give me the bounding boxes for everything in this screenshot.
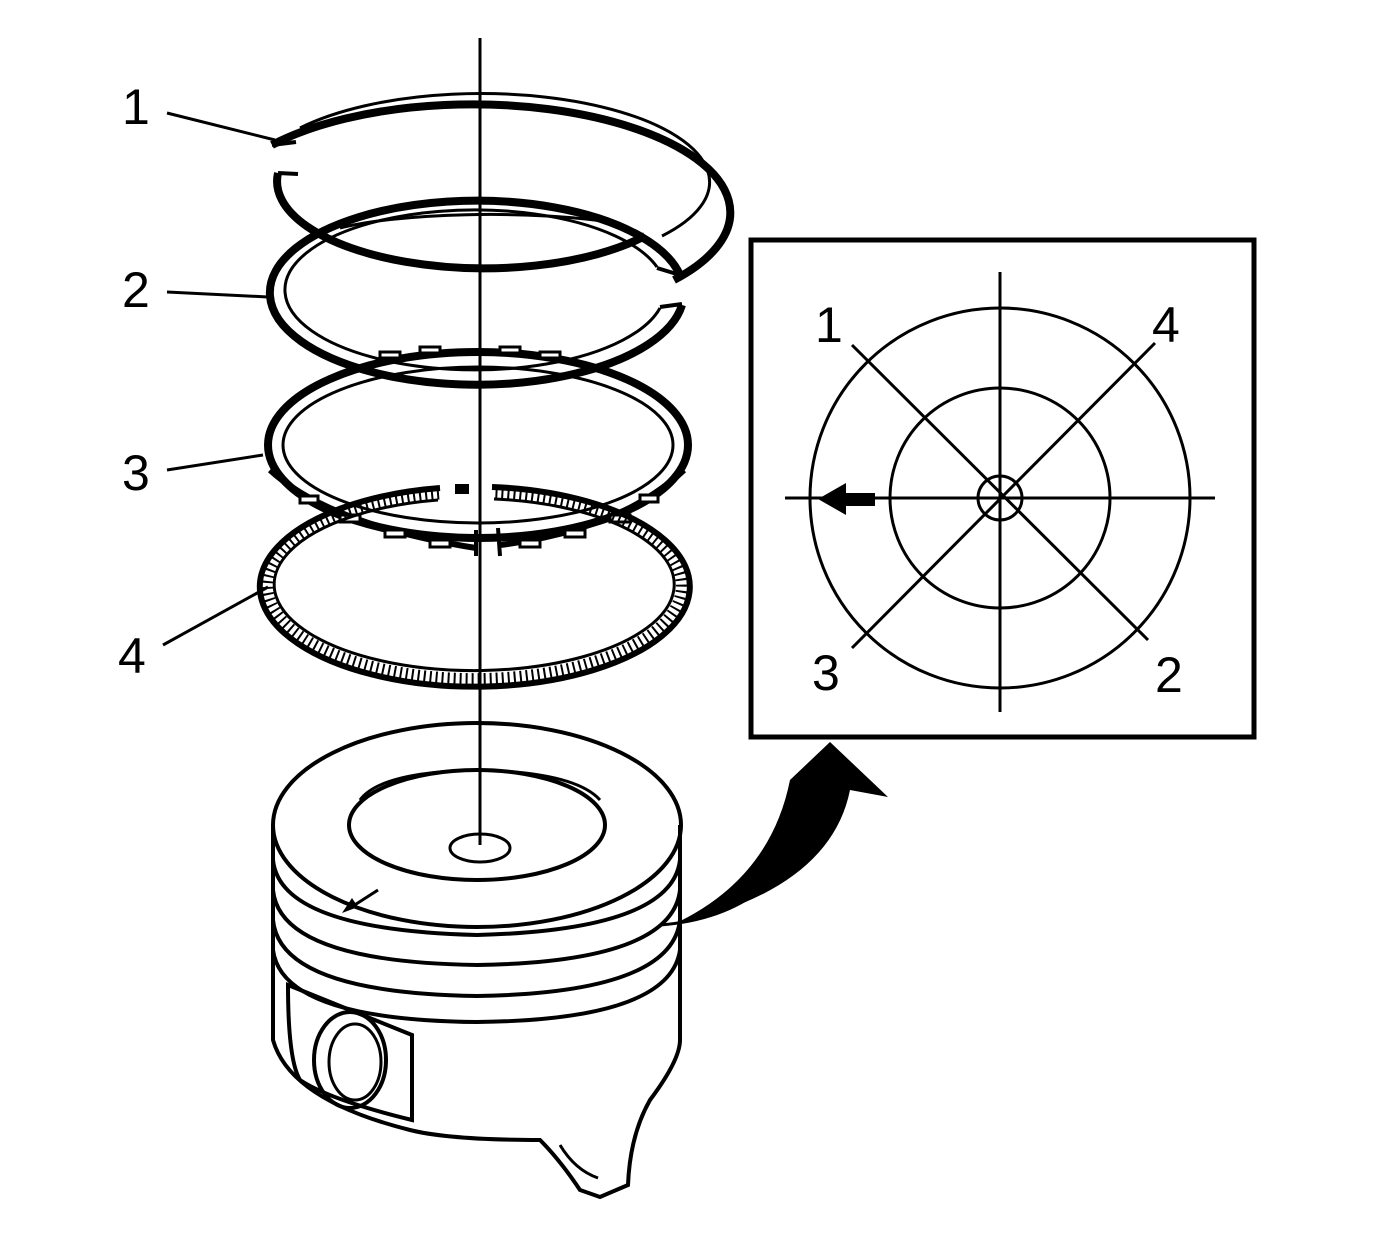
piston [271,721,683,1200]
callout-leaders [162,111,276,647]
curved-arrow-icon [659,742,888,927]
callout-2: 2 [122,262,150,318]
pin-boss [285,982,414,1123]
gap-position-inset: 1 4 3 2 [748,237,1257,740]
ring-1 [270,92,735,284]
combustion-bowl [347,768,607,882]
ring-2 [265,196,686,389]
inset-label-2: 2 [1155,647,1183,703]
inset-label-1: 1 [815,297,843,353]
front-mark-arrow-icon [342,888,379,913]
callout-3: 3 [122,445,150,501]
ring-groove-2 [271,889,682,968]
inset-label-3: 3 [812,645,840,701]
inset-label-4: 4 [1152,297,1180,353]
inset-frame [748,237,1257,740]
front-direction-arrow-icon [818,483,875,515]
callout-4: 4 [118,628,146,684]
callout-1: 1 [122,79,150,135]
piston-crown [271,721,683,929]
ring-groove-1 [271,859,682,938]
ring-groove-3 [271,919,682,999]
ring-4 [256,484,693,690]
wrist-pin-bore [312,1010,388,1110]
